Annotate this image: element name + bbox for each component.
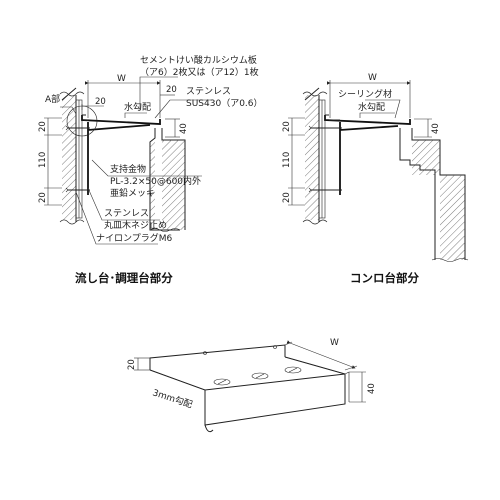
wall-hatch [62,95,76,220]
label-w-right: W [368,73,377,83]
label-dim-40-left: 40 [179,123,189,134]
back-flange [149,344,286,370]
plate-surface [149,356,346,391]
label-slope-right: 水勾配 [358,101,385,113]
label-w-iso: W [330,338,339,348]
label-material-thickness: （ア6）2枚又は（ア12）1枚 [140,66,259,78]
label-plug: ナイロンプラグM6 [96,232,172,244]
label-w-left: W [117,74,126,84]
left-section-drawing [44,76,212,245]
label-part-a: A部 [45,93,60,105]
label-sealing: シーリング材 [338,88,392,100]
label-stainless-spec: SUS430（ア0.6） [186,98,263,109]
stainless-plate [81,115,161,125]
label-dim-20-rv1: 20 [282,121,292,132]
label-dim-110-right: 110 [282,152,292,168]
caption-left: 流し台･調理台部分 [75,271,173,285]
label-slope-left: 水勾配 [124,101,151,113]
label-slope-3mm: 3mm勾配 [151,386,194,410]
label-dim-20-r: 20 [166,85,177,95]
caption-right: コンロ台部分 [350,271,419,285]
label-dim-110: 110 [38,152,48,168]
label-dim-20-iso: 20 [127,359,137,370]
support-bracket [87,122,151,195]
label-dim-40-right: 40 [431,123,441,134]
label-bracket: 支持金物 [110,163,146,175]
right-section-drawing [288,80,469,262]
isometric-plate-drawing [134,340,366,433]
label-dim-20-rv2: 20 [282,192,292,203]
label-dim-20-h: 20 [95,97,106,107]
label-screw-spec: 丸皿木ネジ止め [104,219,167,231]
label-bracket-spec: PL-3.2×50@600内外 [110,175,201,187]
label-dim-20-v2: 20 [38,192,48,203]
label-dim-40-iso: 40 [367,383,377,394]
label-material: セメントけい酸カルシウム板 [140,54,257,66]
label-dim-20-v1: 20 [38,121,48,132]
front-lip [204,374,346,426]
label-stainless: ステンレス [186,86,231,97]
label-screw: ステンレス [104,208,149,219]
label-bracket-finish: 亜鉛メッキ [110,187,155,199]
